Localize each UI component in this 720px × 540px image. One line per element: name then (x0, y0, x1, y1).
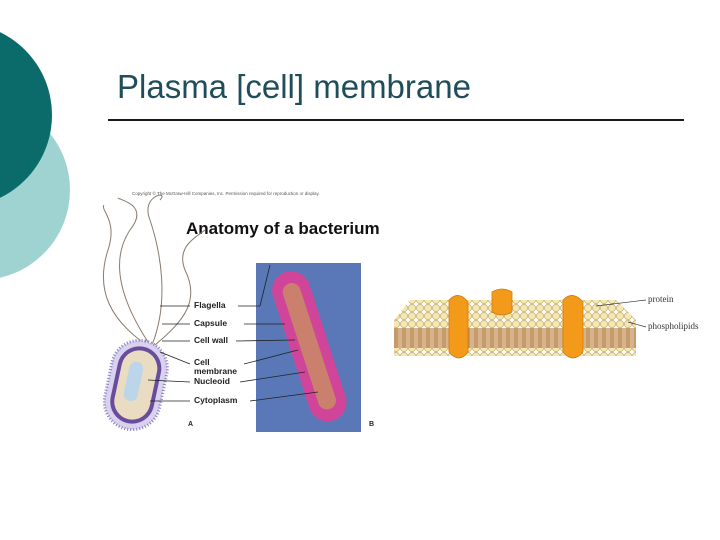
label-cell-membrane-line1: Cell (194, 357, 210, 367)
leader-line (147, 379, 191, 383)
bacterium-cell (102, 338, 169, 432)
leader-line (159, 351, 191, 365)
transmembrane-protein (562, 295, 584, 359)
flagellum (117, 197, 151, 346)
label-protein: protein (648, 294, 674, 304)
leader-line (239, 371, 306, 383)
dark-teal-circle (0, 32, 52, 198)
panel-b-letter: B (369, 421, 375, 428)
phospholipid-pointer (627, 321, 647, 328)
slide-decoration (0, 32, 70, 278)
micrograph-nucleoid (282, 283, 336, 410)
leader-line (259, 264, 271, 307)
membrane-lipid-tails (394, 328, 636, 348)
transmembrane-protein (448, 295, 469, 359)
leader-line (235, 339, 296, 342)
flagellum (147, 194, 163, 346)
label-flagella: Flagella (194, 300, 226, 310)
membrane-inner-heads (394, 348, 636, 356)
figure-title: Anatomy of a bacterium (186, 219, 380, 238)
label-cell-wall: Cell wall (194, 335, 229, 345)
label-capsule: Capsule (194, 318, 228, 328)
micrograph-bacterium (272, 271, 347, 422)
title-divider (108, 119, 684, 121)
label-cell-membrane-line2: membrane (194, 366, 237, 376)
panel-a-letter: A (188, 421, 194, 428)
slide-title: Plasma [cell] membrane (117, 68, 471, 105)
label-phospholipids: phospholipids (648, 321, 699, 331)
label-cytoplasm: Cytoplasm (194, 395, 238, 405)
nucleoid-region (123, 361, 144, 402)
label-nucleoid: Nucleoid (194, 376, 230, 386)
leader-line (243, 349, 299, 365)
flagellum (154, 229, 206, 346)
protein-pointer (595, 299, 647, 307)
label-leaders (147, 264, 319, 402)
leader-line (249, 391, 319, 402)
membrane-outer-heads (394, 320, 636, 328)
peripheral-protein (491, 288, 513, 316)
flagellum (102, 204, 149, 347)
figure-copyright: Copyright © The McGraw-Hill Companies, I… (132, 191, 320, 196)
membrane-top-surface (394, 300, 636, 320)
